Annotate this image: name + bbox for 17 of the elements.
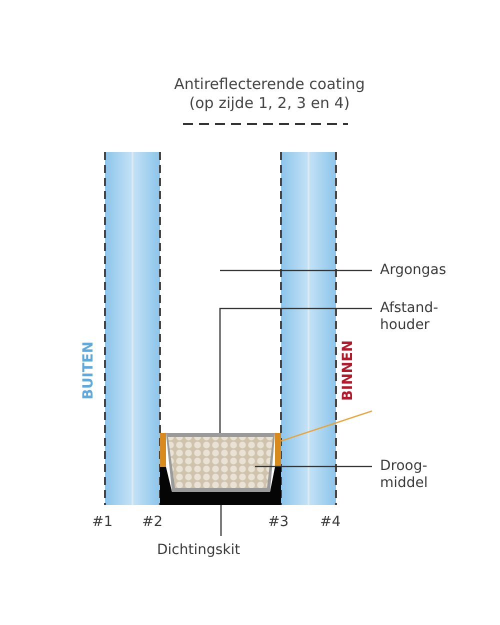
callout-label: Afstand- houder bbox=[380, 300, 460, 334]
surface-number: #3 bbox=[268, 514, 289, 531]
leader-line bbox=[255, 466, 372, 468]
surface-number: #2 bbox=[142, 514, 163, 531]
side-label: BINNEN bbox=[340, 340, 357, 401]
title: Antireflecterende coating (op zijde 1, 2, 3 en 4) bbox=[173, 75, 366, 113]
surface-number: #4 bbox=[320, 514, 341, 531]
callout-label: Dichtingskit bbox=[157, 542, 240, 559]
callout-label: Argongas bbox=[380, 262, 446, 279]
edge-seal-strip bbox=[275, 433, 281, 467]
callout-label: Droog- middel bbox=[380, 458, 460, 492]
side-label: BUITEN bbox=[80, 341, 98, 400]
surface-number: #1 bbox=[92, 514, 113, 531]
leader-line bbox=[220, 270, 372, 272]
sealant bbox=[160, 467, 281, 505]
leader-line bbox=[219, 308, 372, 433]
leader-line bbox=[280, 410, 372, 442]
